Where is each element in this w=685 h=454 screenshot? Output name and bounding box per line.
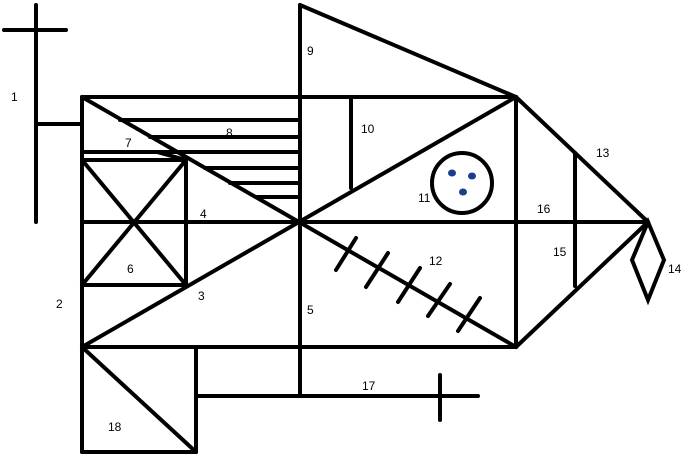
label-12: 12 (429, 254, 443, 268)
label-16: 16 (537, 202, 551, 216)
eye-dot-3 (459, 188, 467, 196)
label-13: 13 (596, 146, 610, 160)
label-8: 8 (226, 126, 233, 140)
label-15: 15 (553, 245, 567, 259)
label-4: 4 (200, 207, 207, 221)
label-18: 18 (108, 420, 122, 434)
diagonal-hash-lines (334, 236, 482, 333)
label-11: 11 (418, 191, 431, 205)
circle-with-dots (430, 151, 494, 215)
label-14: 14 (668, 262, 682, 276)
right-triangle (514, 95, 650, 349)
label-17: 17 (362, 379, 376, 393)
label-5: 5 (307, 303, 314, 317)
label-10: 10 (361, 122, 375, 136)
label-6: 6 (127, 262, 134, 276)
element-labels: 1 2 3 4 5 6 7 8 9 10 11 12 13 14 15 16 1… (11, 44, 682, 434)
crossed-square (80, 158, 188, 287)
top-triangle-edge (298, 3, 518, 99)
left-cross (2, 3, 84, 224)
label-1: 1 (11, 90, 18, 104)
label-3: 3 (198, 289, 205, 303)
diamond (629, 216, 667, 306)
parallel-lines (80, 118, 302, 199)
bottom-cross (194, 373, 480, 422)
bottom-left-square (80, 345, 198, 454)
eye-dot-2 (468, 172, 476, 180)
label-7: 7 (125, 136, 132, 150)
label-9: 9 (307, 44, 314, 58)
label-2: 2 (56, 297, 63, 311)
eye-dot-1 (448, 169, 456, 177)
